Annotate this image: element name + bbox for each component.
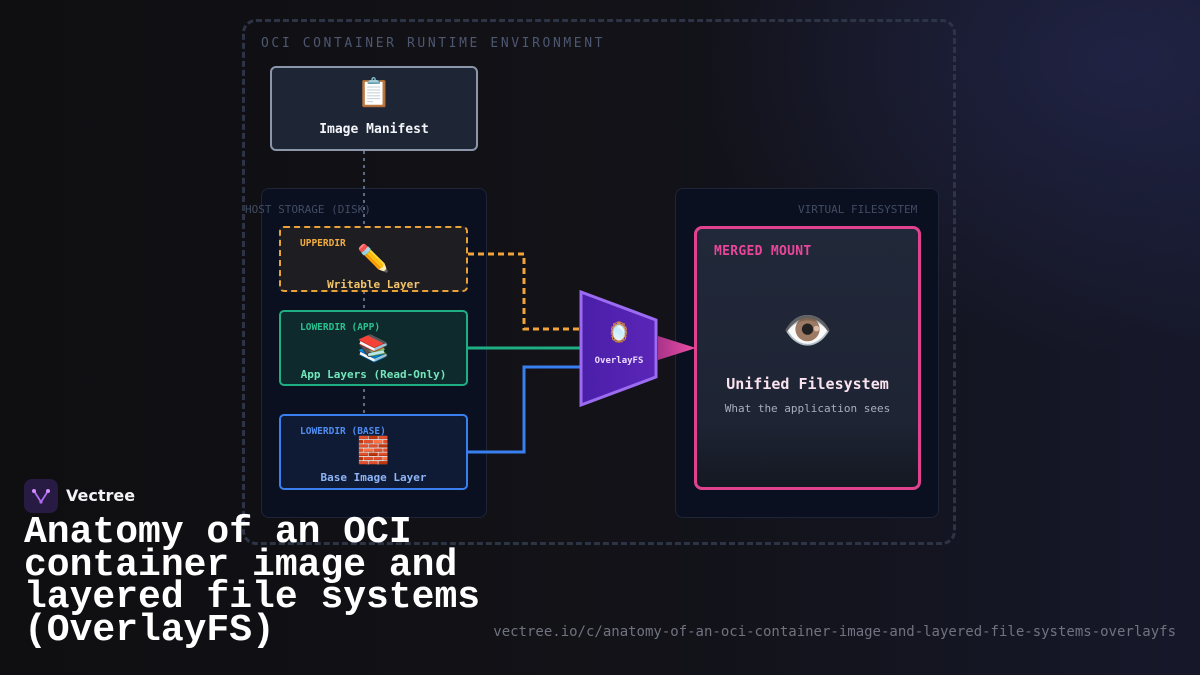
brand-name: Vectree bbox=[66, 486, 136, 505]
layer-tag: LOWERDIR (BASE) bbox=[300, 426, 386, 437]
layer-name: App Layers (Read-Only) bbox=[300, 368, 447, 381]
layer-name: Base Image Layer bbox=[320, 471, 427, 484]
unified-filesystem-subtitle: What the application sees bbox=[724, 402, 891, 415]
runtime-environment-frame bbox=[242, 19, 956, 545]
upperdir-layer: UPPERDIR ✏️ Writable Layer bbox=[279, 226, 468, 292]
layer-tag: UPPERDIR bbox=[300, 238, 346, 249]
layer-tag: LOWERDIR (APP) bbox=[300, 322, 381, 333]
lowerdir-base-layer: LOWERDIR (BASE) 🧱 Base Image Layer bbox=[279, 414, 468, 490]
image-manifest-box: 📋 Image Manifest bbox=[270, 66, 478, 151]
pencil-icon: ✏️ bbox=[357, 244, 390, 274]
layer-name: Writable Layer bbox=[327, 278, 420, 291]
image-manifest-label: Image Manifest bbox=[319, 122, 429, 137]
vectree-logo-icon bbox=[24, 479, 58, 513]
merged-mount-box: MERGED MOUNT 👁️ Unified Filesystem What … bbox=[694, 226, 921, 490]
overlayfs-label: OverlayFS bbox=[594, 356, 644, 366]
lowerdir-app-layer: LOWERDIR (APP) 📚 App Layers (Read-Only) bbox=[279, 310, 468, 386]
host-storage-label: HOST STORAGE (DISK) bbox=[245, 203, 371, 216]
runtime-environment-label: OCI CONTAINER RUNTIME ENVIRONMENT bbox=[261, 36, 606, 51]
source-url[interactable]: vectree.io/c/anatomy-of-an-oci-container… bbox=[493, 624, 1176, 640]
page-title: Anatomy of an OCI container image and la… bbox=[24, 511, 481, 652]
books-icon: 📚 bbox=[357, 334, 390, 364]
bricks-icon: 🧱 bbox=[357, 436, 390, 466]
virtual-filesystem-label: VIRTUAL FILESYSTEM bbox=[798, 203, 918, 216]
unified-filesystem-title: Unified Filesystem bbox=[726, 375, 889, 393]
mirror-icon: 🪞 bbox=[606, 320, 632, 344]
eye-icon: 👁️ bbox=[782, 308, 833, 354]
merged-mount-tag: MERGED MOUNT bbox=[714, 244, 812, 259]
clipboard-icon: 📋 bbox=[356, 76, 392, 109]
